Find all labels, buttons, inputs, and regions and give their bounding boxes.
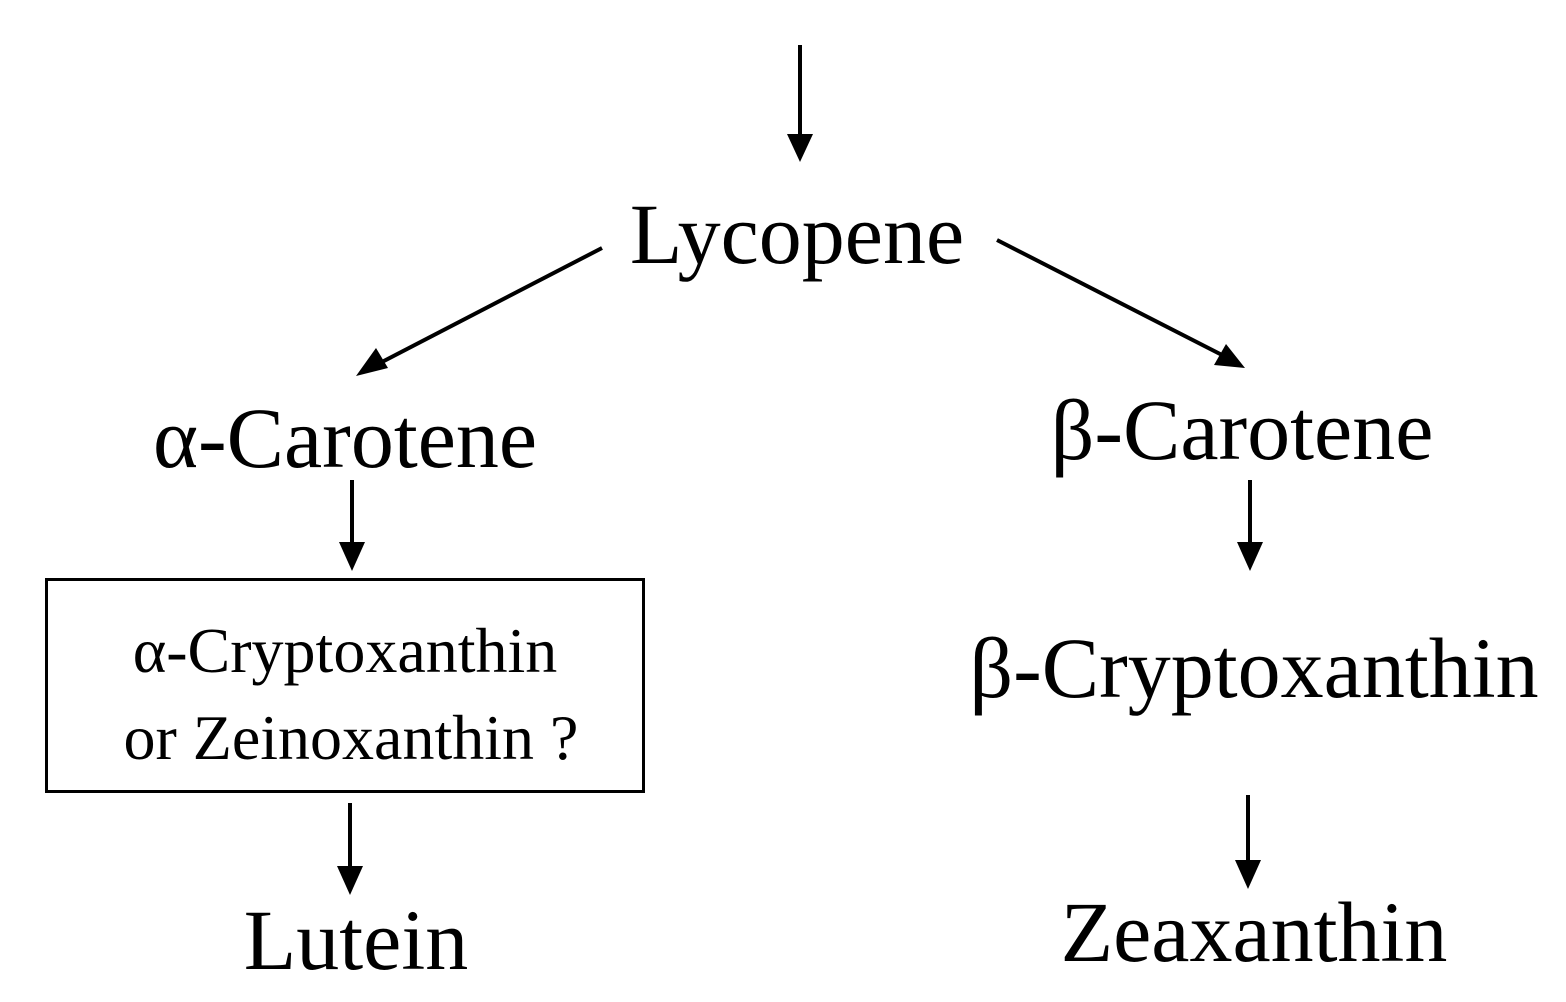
- node-zeaxanthin: Zeaxanthin: [1060, 884, 1448, 980]
- node-alpha-carotene: α-Carotene: [152, 390, 538, 486]
- box-line-alpha-cryptoxanthin: α-Cryptoxanthin: [132, 615, 558, 686]
- node-beta-cryptoxanthin: β-Cryptoxanthin: [969, 620, 1539, 716]
- arrow-lycopene-to-beta-carotene: [996, 238, 1245, 368]
- node-alpha-cryptoxanthin-box: α-Cryptoxanthin or Zeinoxanthin ?: [45, 578, 645, 793]
- node-beta-carotene: β-Carotene: [1050, 382, 1434, 478]
- node-lutein: Lutein: [243, 892, 469, 988]
- arrow-beta-carotene-to-beta-cryptoxanthin: [1237, 480, 1263, 571]
- arrow-lycopene-to-alpha-carotene: [356, 246, 603, 376]
- arrow-into-lycopene: [787, 45, 813, 162]
- box-line-zeinoxanthin: or Zeinoxanthin ?: [123, 702, 579, 773]
- arrow-alpha-cryptoxanthin-to-lutein: [337, 803, 363, 895]
- arrow-alpha-carotene-to-alpha-cryptoxanthin: [339, 480, 365, 571]
- node-lycopene: Lycopene: [629, 186, 965, 282]
- arrow-beta-cryptoxanthin-to-zeaxanthin: [1235, 795, 1261, 889]
